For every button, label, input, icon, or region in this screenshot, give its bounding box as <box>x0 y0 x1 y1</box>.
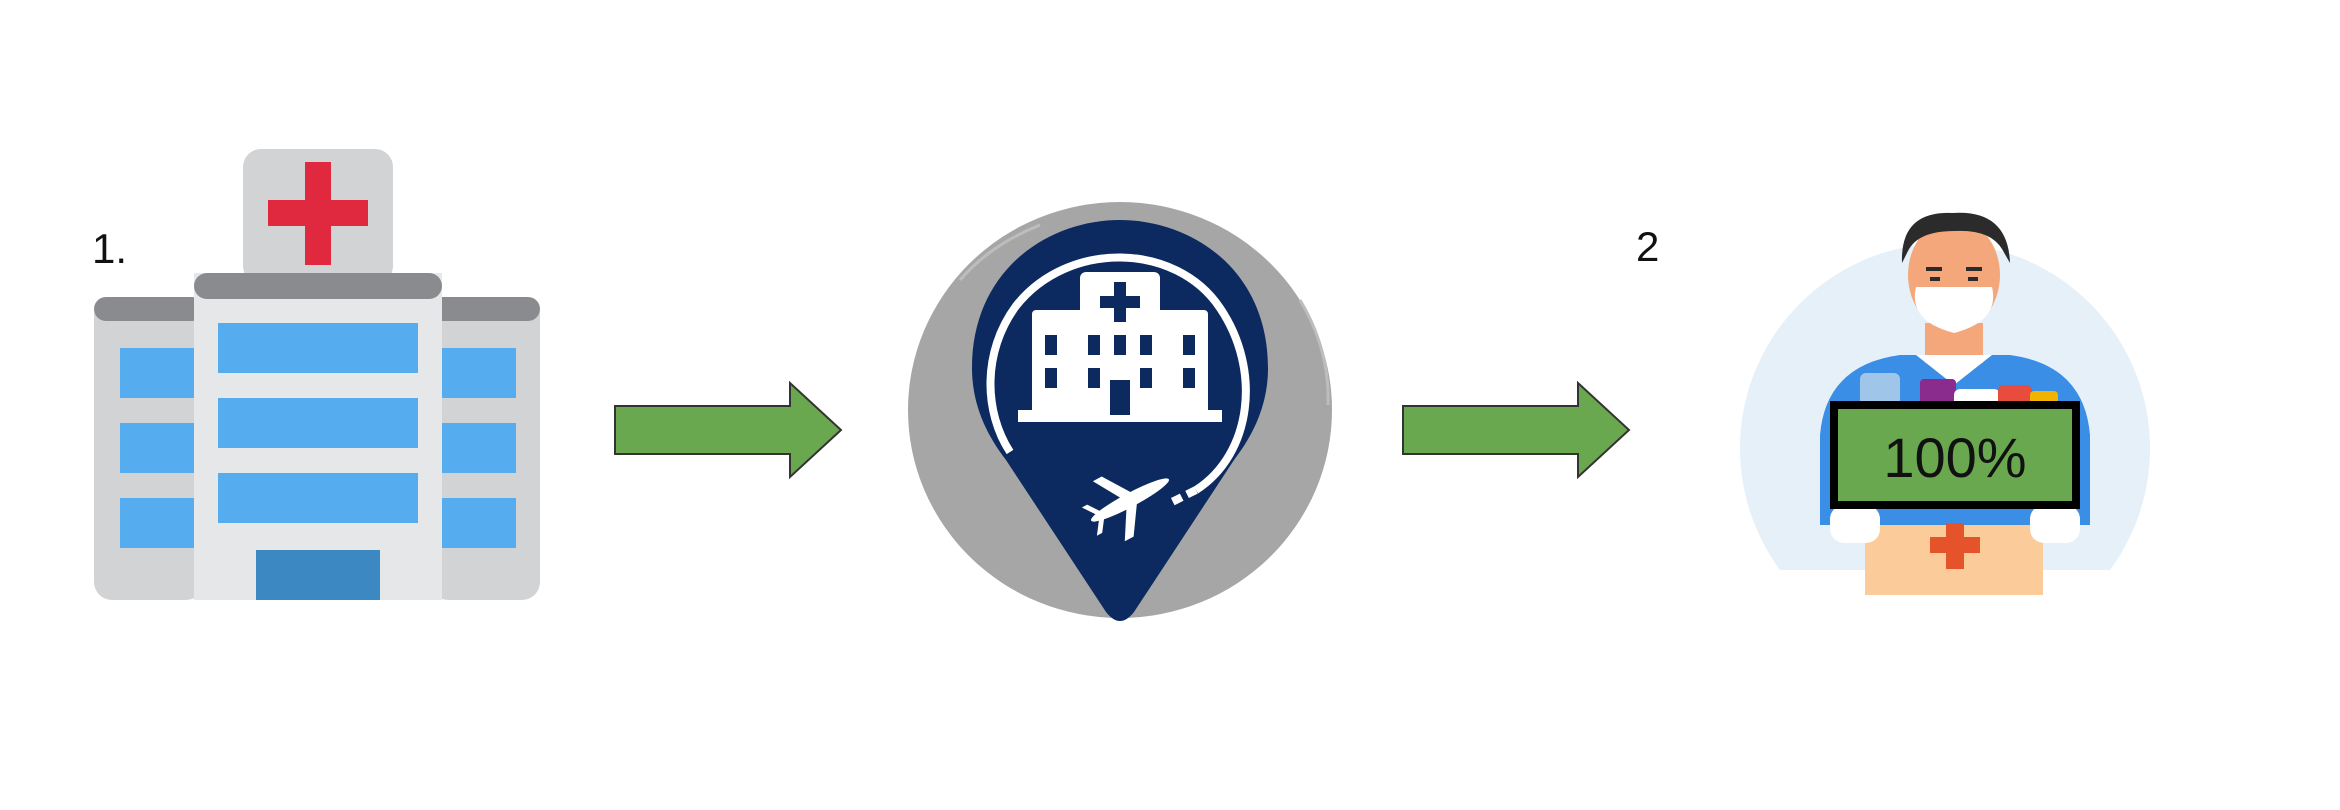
medical-worker-with-supplies-icon: 100% <box>1740 212 2150 595</box>
red-cross-horizontal <box>268 200 368 226</box>
progress-box: 100% <box>1830 401 2080 509</box>
right-arrow-icon <box>614 380 843 480</box>
hospital-building-icon <box>94 149 540 600</box>
airplane-icon <box>1081 476 1169 542</box>
right-arrow-icon <box>1402 380 1631 480</box>
face-mask <box>1914 287 1994 333</box>
progress-percent-text: 100% <box>1883 426 2026 489</box>
hospital-location-pin-with-airplane-icon <box>908 202 1332 621</box>
worker-hair <box>1901 212 2010 263</box>
hospital-door <box>256 550 380 600</box>
step-1-label: 1. <box>92 225 128 272</box>
step-2-label: 2 <box>1636 223 1660 270</box>
